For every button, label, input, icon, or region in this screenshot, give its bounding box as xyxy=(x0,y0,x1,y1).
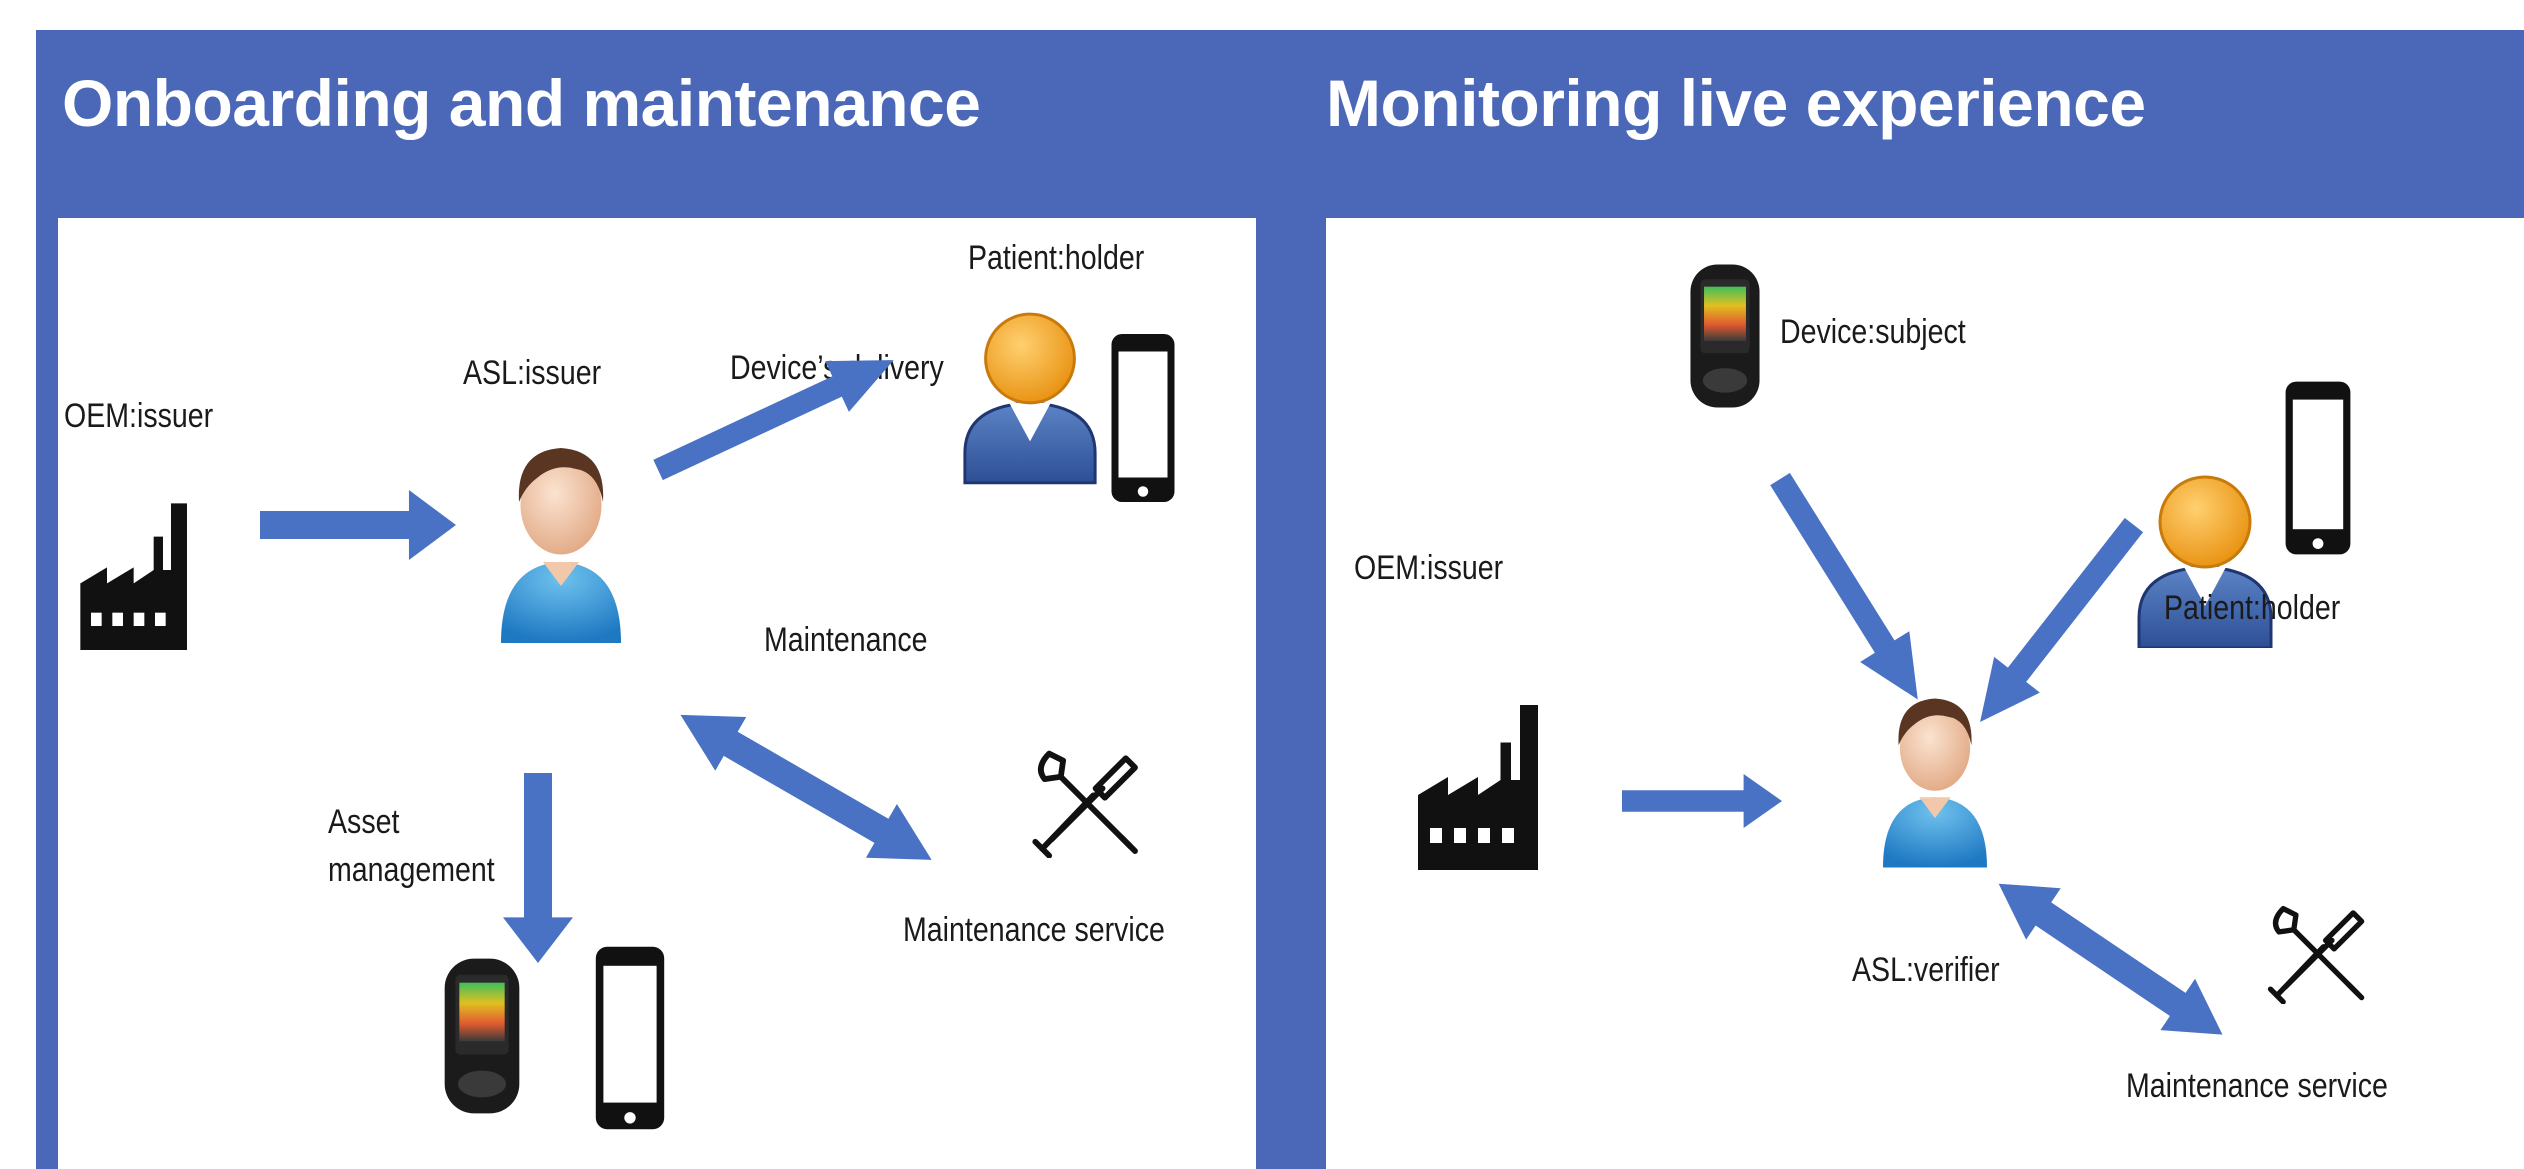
tools-icon xyxy=(1026,742,1142,858)
arrow-oem-to-asl xyxy=(1622,774,1782,828)
arrow-delivery xyxy=(646,334,906,496)
factory-icon xyxy=(80,490,214,650)
oem-issuer-label: OEM:issuer xyxy=(64,397,214,435)
smartphone-icon xyxy=(592,938,668,1138)
arrow-patient-to-asl xyxy=(1957,507,2157,740)
tools-icon xyxy=(2262,898,2368,1004)
asl-issuer-label: ASL:issuer xyxy=(463,354,602,392)
asl-verifier-label: ASL:verifier xyxy=(1852,951,2000,989)
panel-title-onboarding: Onboarding and maintenance xyxy=(62,66,981,140)
maintenance-label: Maintenance xyxy=(764,621,928,659)
oem-issuer-label: OEM:issuer xyxy=(1354,549,1504,587)
maintenance-service-label: Maintenance service xyxy=(2126,1067,2388,1105)
smartphone-icon xyxy=(1108,328,1178,508)
panel-title-monitoring: Monitoring live experience xyxy=(1326,66,2146,140)
patient-holder-label: Patient:holder xyxy=(2164,589,2341,627)
arrow-asl-maintenance xyxy=(1981,858,2240,1061)
person-icon xyxy=(1870,672,2000,868)
patient-icon xyxy=(956,302,1104,486)
glucose-meter-icon xyxy=(1688,262,1762,410)
maintenance-service-label: Maintenance service xyxy=(903,911,1165,949)
glucose-meter-icon xyxy=(442,946,522,1126)
patient-holder-label: Patient:holder xyxy=(968,239,1145,277)
asset-label-line2: management xyxy=(328,851,495,889)
arrow-device-to-asl xyxy=(1755,463,1943,715)
arrow-asset xyxy=(503,773,573,963)
arrow-maintenance xyxy=(665,688,948,887)
asset-label-line1: Asset xyxy=(328,803,400,841)
factory-icon xyxy=(1418,690,1568,870)
panel-monitoring: Device:subject OEM:issuer Patient:holder… xyxy=(1326,218,2524,1169)
panel-onboarding: OEM:issuer ASL:issuer Device’s delivery … xyxy=(58,218,1256,1169)
arrow-oem-to-asl xyxy=(260,490,456,560)
device-subject-label: Device:subject xyxy=(1780,313,1966,351)
person-icon xyxy=(486,418,636,643)
